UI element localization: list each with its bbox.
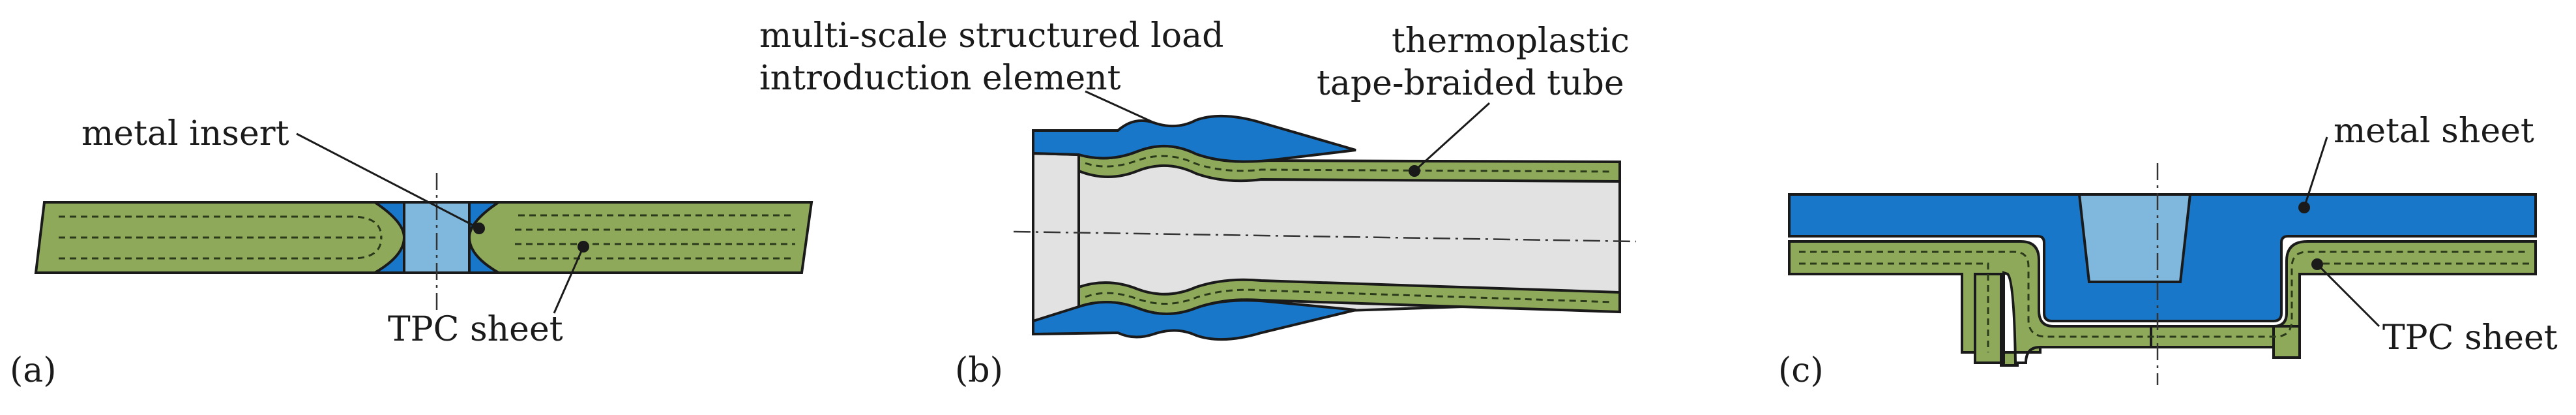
leader-tpc-sheet-a <box>553 246 585 314</box>
tpc-sheet-tab-right <box>2272 325 2301 359</box>
panel-label-a: (a) <box>10 351 57 390</box>
leader-dot-tpc-sheet-a <box>578 241 589 253</box>
tpc-sheet-right <box>468 201 813 274</box>
panel-label-b: (b) <box>955 351 1003 390</box>
load-element-label-line2: introduction element <box>759 59 1121 98</box>
metal-sheet-label: metal sheet <box>2334 112 2534 151</box>
leader-load-element <box>1085 90 1158 125</box>
leader-metal-sheet <box>2303 136 2328 208</box>
load-element-label-line1: multi-scale structured load <box>759 16 1223 55</box>
leader-dot-tpc-sheet-c <box>2311 258 2323 270</box>
centerline-b <box>1013 230 1637 243</box>
fiber-lines-c <box>1799 251 2529 352</box>
leader-dot-braided-tube <box>1409 165 1420 177</box>
leader-metal-insert <box>296 132 480 230</box>
panel-a: metal insert TPC sheet (a) <box>10 114 813 390</box>
metal-insert-trapezoid <box>2077 193 2192 283</box>
metal-insert-label: metal insert <box>81 114 289 153</box>
fiber-lines-b <box>1085 155 1614 305</box>
leader-braided-tube <box>1413 102 1491 172</box>
leader-tpc-sheet-c <box>2316 263 2380 328</box>
braided-tube-label-line2: tape-braided tube <box>1317 64 1624 103</box>
tpc-sheet-left-c <box>1788 240 2152 367</box>
panel-label-c: (c) <box>1778 351 1824 390</box>
leader-dot-metal-insert <box>473 223 485 234</box>
panel-b: multi-scale structured load introduction… <box>759 16 1637 390</box>
leader-dot-metal-sheet <box>2298 202 2310 213</box>
braided-tube-label-line1: thermoplastic <box>1392 22 1630 61</box>
tpc-sheet-label-a: TPC sheet <box>388 310 563 349</box>
fiber-lines-a <box>59 214 795 260</box>
load-element-bottom <box>1032 299 1356 341</box>
tpc-sheet-label-c: TPC sheet <box>2382 318 2558 358</box>
panel-c: metal sheet TPC sheet (c) <box>1778 112 2558 390</box>
